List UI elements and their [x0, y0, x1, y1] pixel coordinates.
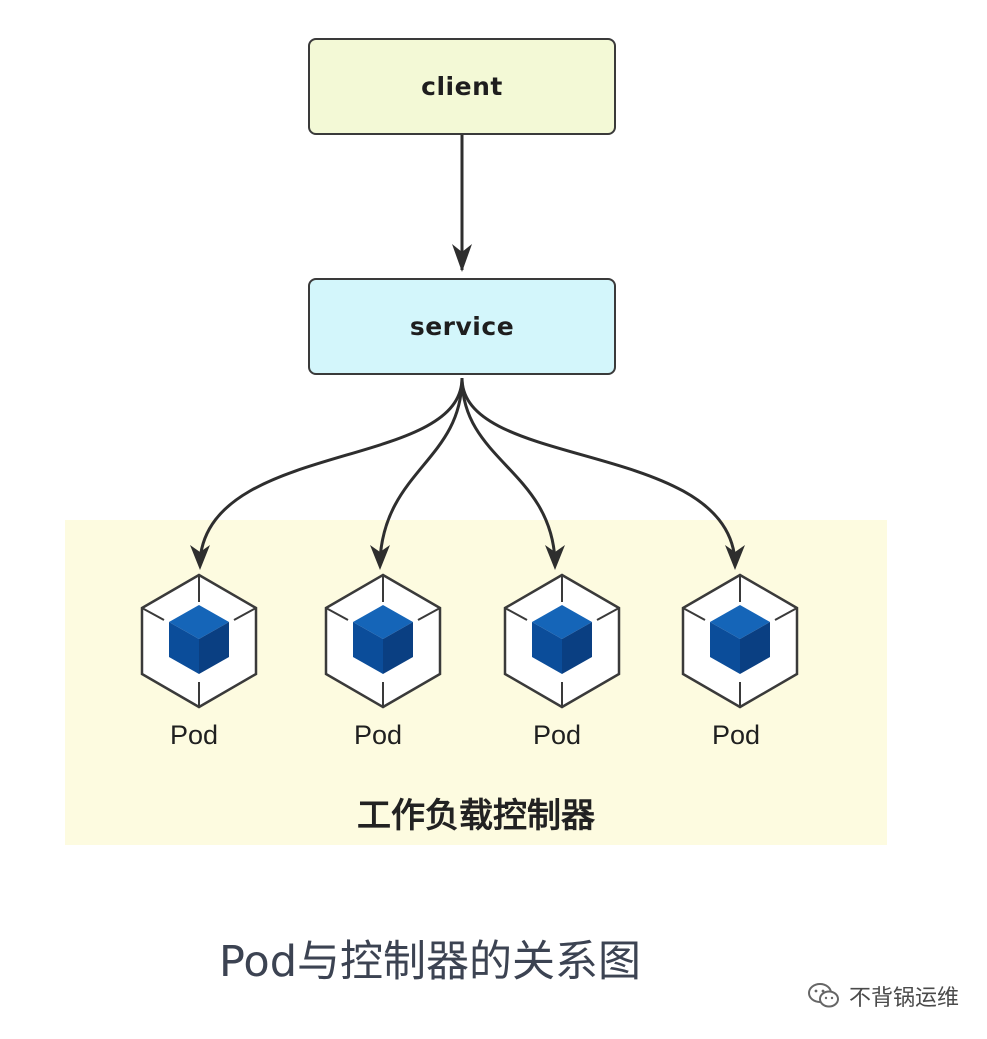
service-to-pod-2-edge	[378, 377, 464, 561]
pod-1-label: Pod	[169, 720, 219, 750]
pod-2-cube-icon	[324, 573, 442, 709]
wechat-icon	[807, 982, 841, 1010]
pod-4-label: Pod	[711, 720, 761, 750]
service-node: service	[308, 278, 616, 375]
client-to-service-arrowhead	[452, 244, 472, 272]
service-to-pod-3-edge	[460, 377, 557, 561]
client-node: client	[308, 38, 616, 135]
pod-3-arrowhead	[545, 545, 565, 570]
pod-4-arrowhead	[725, 545, 745, 570]
pod-4-cube-icon	[681, 573, 799, 709]
client-node-label: client	[421, 72, 503, 101]
pod-3-cube-icon	[503, 573, 621, 709]
pod-3-label: Pod	[532, 720, 582, 750]
service-to-pod-1-edge	[198, 377, 464, 561]
workload-controller-label: 工作负载控制器	[357, 796, 595, 836]
watermark-text: 不背锅运维	[848, 986, 959, 1011]
pod-2-arrowhead	[370, 545, 390, 570]
service-to-pod-4-edge	[460, 377, 737, 561]
pod-1-cube-icon	[140, 573, 258, 709]
pod-1-arrowhead	[190, 545, 210, 570]
service-node-label: service	[409, 312, 515, 341]
watermark: 不背锅运维	[807, 980, 959, 1012]
pod-2-label: Pod	[353, 720, 403, 750]
diagram-caption: Pod与控制器的关系图	[218, 937, 641, 987]
